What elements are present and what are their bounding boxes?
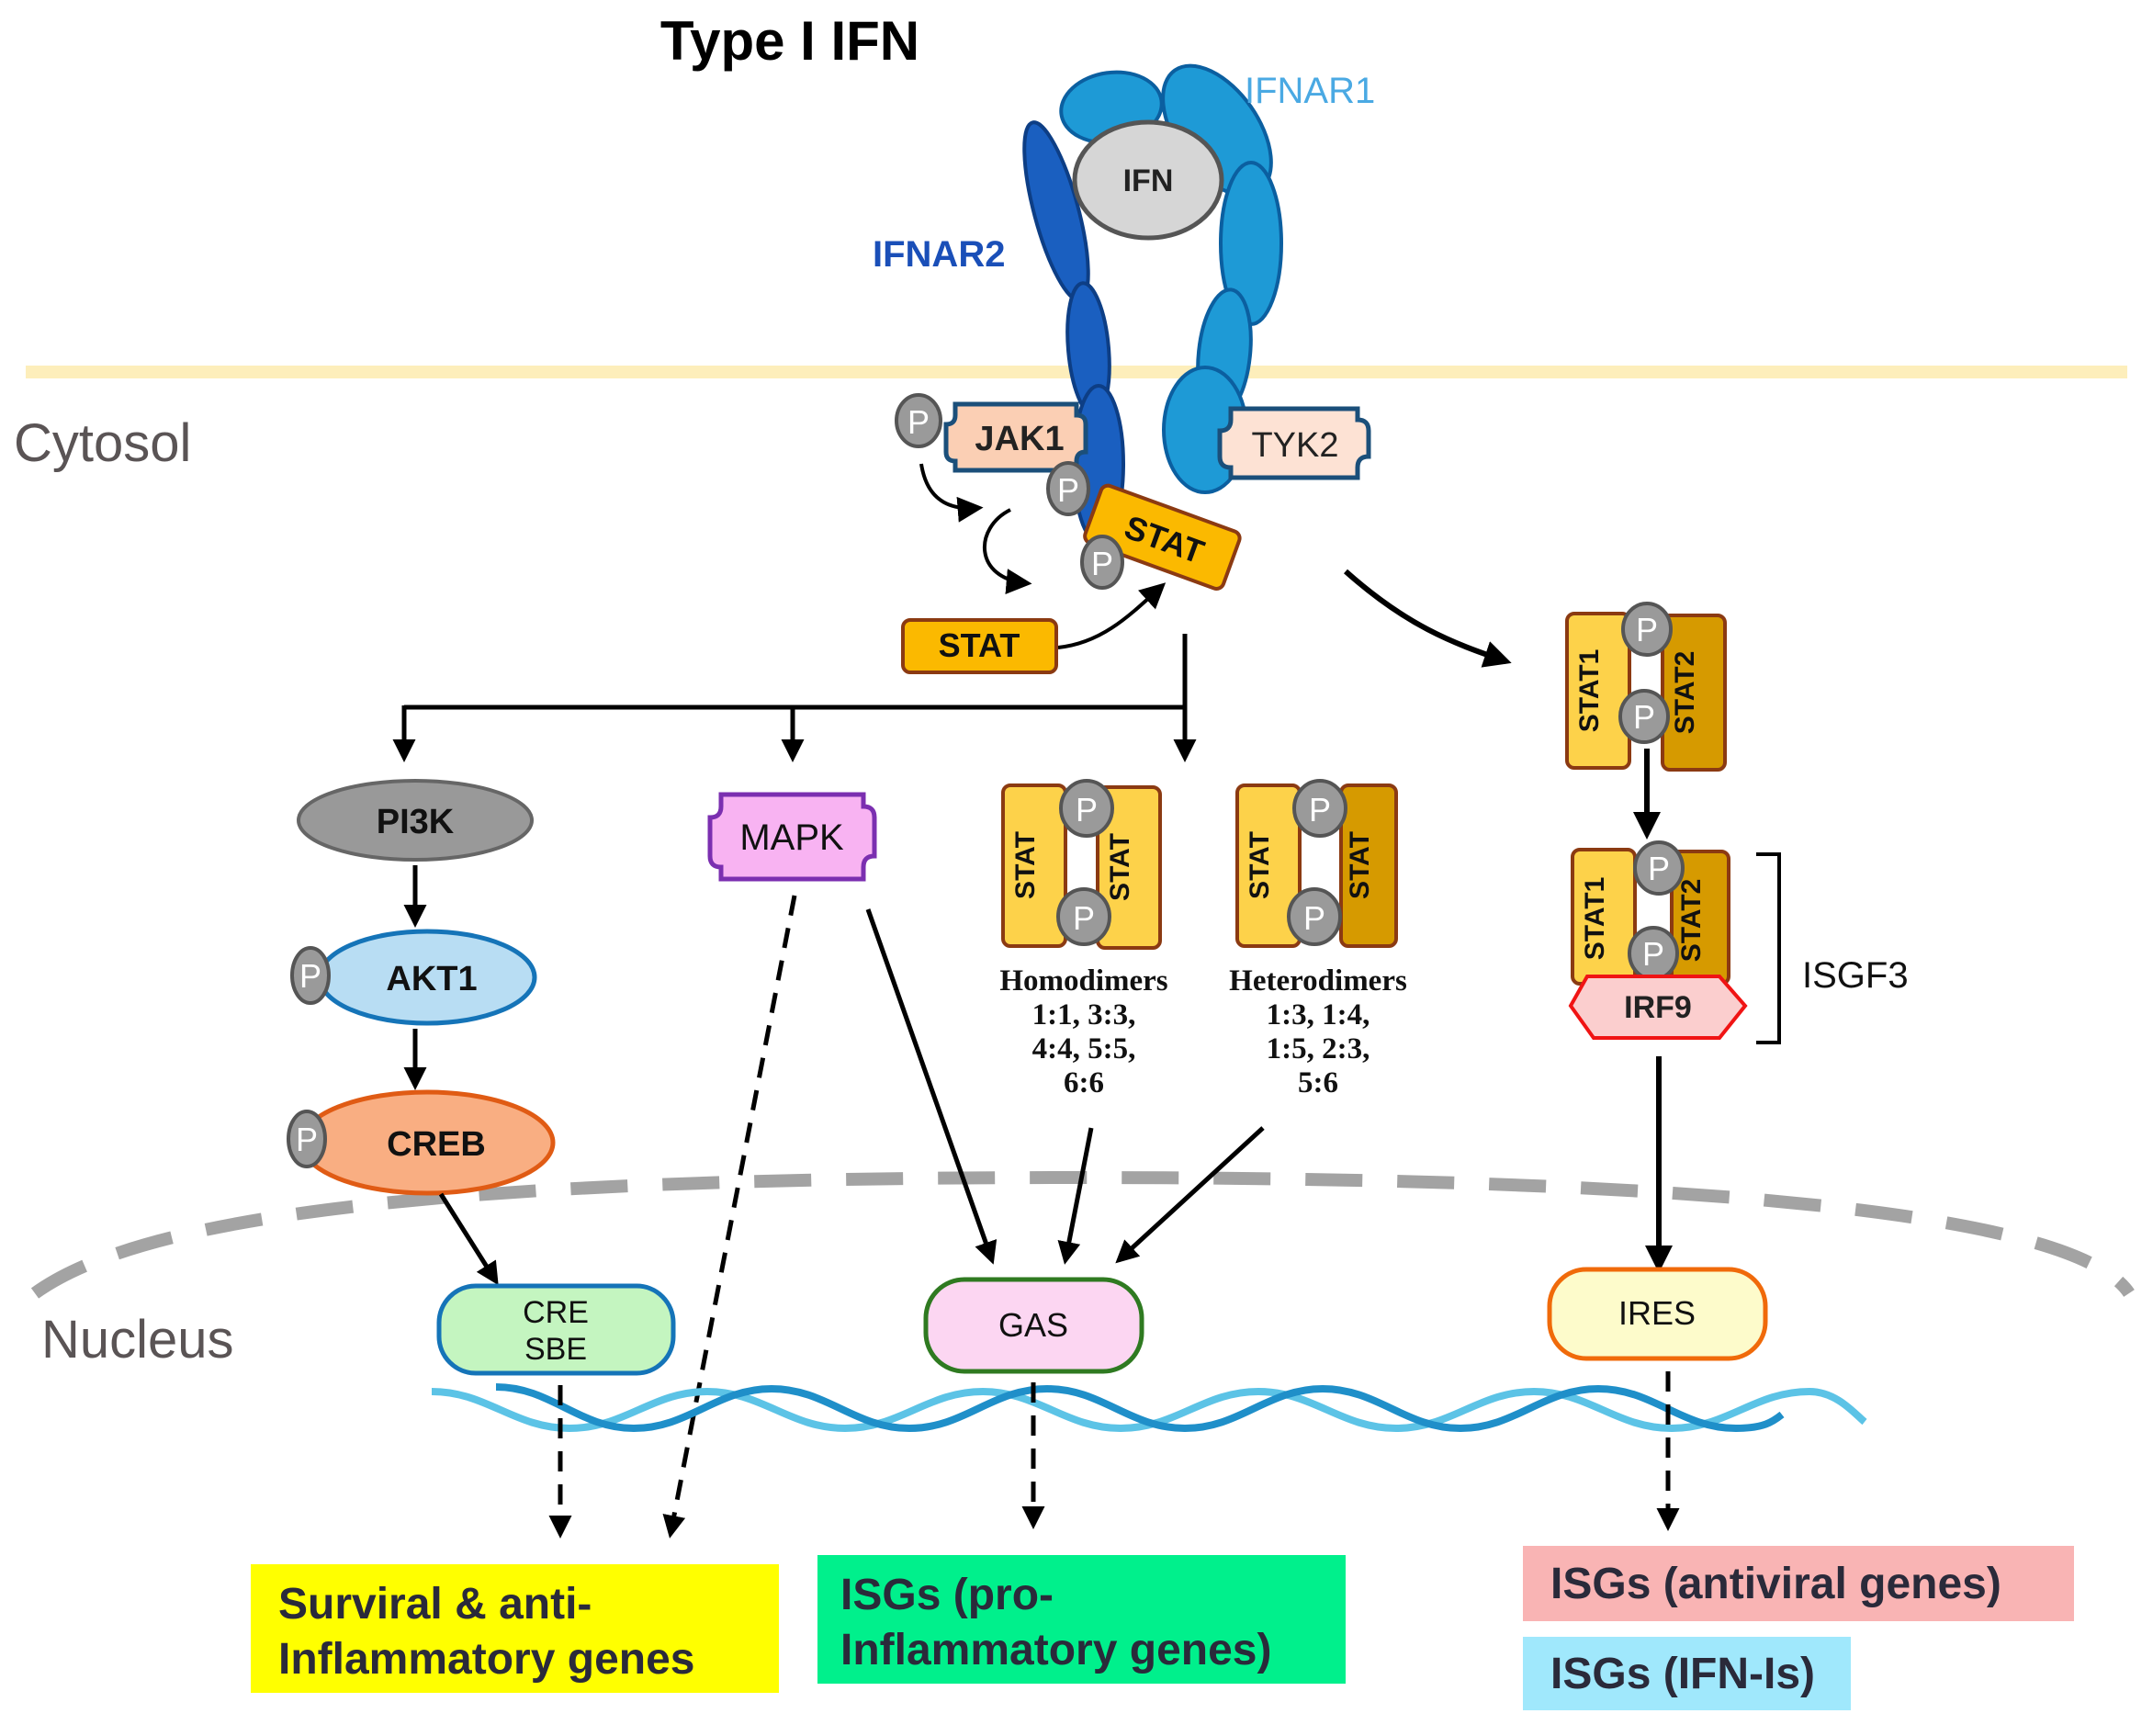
cre-sbe-element: CRE SBE <box>436 1283 676 1376</box>
heterodimer-title: Heterodimers <box>1229 964 1407 998</box>
mapk-to-gas-arrow <box>865 908 998 1265</box>
pi3k-label: PI3K <box>377 803 455 841</box>
free-stat-label: STAT <box>939 626 1020 664</box>
homodimer-caption: Homodimers 1:1, 3:3, 4:4, 5:5, 6:6 <box>999 964 1167 1099</box>
stat-phospho: P <box>1080 535 1124 590</box>
creb-to-cre-arrow <box>438 1192 499 1286</box>
nuclear-envelope <box>30 1170 2135 1299</box>
free-stat: STAT <box>901 618 1058 674</box>
akt1-node: AKT1 P <box>290 929 537 1026</box>
receptor-phospho: P <box>1046 461 1090 516</box>
phospho-label: P <box>1648 850 1670 887</box>
heterodimer-line: 1:5, 2:3, <box>1267 1032 1370 1065</box>
jak1-kinase: JAK1 <box>943 401 1088 473</box>
phospho-label: P <box>907 403 930 441</box>
ifnar2-label: IFNAR2 <box>873 234 1005 275</box>
phospho-label: P <box>1309 791 1331 829</box>
homodimer-line: 6:6 <box>1064 1066 1104 1099</box>
phospho-label: P <box>1076 791 1098 829</box>
stat-homodimer: STAT STAT P P <box>1001 779 1162 950</box>
ifn-label: IFN <box>1123 163 1174 198</box>
tyk2-kinase: TYK2 <box>1217 406 1371 480</box>
homodimer-title: Homodimers <box>999 964 1167 998</box>
survival-line1: Surviral & anti- <box>278 1580 592 1629</box>
ifn-ligand: IFN <box>1072 119 1224 241</box>
phospho-label: P <box>1633 698 1655 736</box>
tyk2-label: TYK2 <box>1251 426 1338 465</box>
creb-phospho <box>287 1110 327 1168</box>
isgf3-stat1-label: STAT1 <box>1580 877 1610 961</box>
akt1-label: AKT1 <box>386 960 477 998</box>
phospho-label: P <box>1636 611 1658 648</box>
homodimer-to-gas-arrow <box>1057 1127 1094 1265</box>
ifnar1-receptor <box>1059 63 1283 494</box>
isgf3-stat2-label: STAT2 <box>1676 879 1707 963</box>
irf9-node <box>1568 975 1748 1040</box>
gas-label: GAS <box>998 1306 1068 1344</box>
stat2-label: STAT2 <box>1670 651 1700 735</box>
ires-label: IRES <box>1618 1294 1696 1332</box>
survival-line2: Inflammatory genes <box>278 1635 694 1684</box>
proinflammatory-line2: Inflammatory genes) <box>840 1626 1271 1674</box>
sbe-label: SBE <box>524 1332 587 1367</box>
stat-recruitment-arrow <box>1057 582 1167 649</box>
jak1-activation-arrow <box>919 463 984 523</box>
cytosol-label: Cytosol <box>14 413 191 473</box>
phospho-label: P <box>1303 899 1325 937</box>
proinflammatory-genes-box: ISGs (pro- Inflammatory genes) <box>817 1555 1346 1684</box>
gas-element: GAS <box>923 1277 1144 1374</box>
survival-genes-box: Surviral & anti- Inflammatory genes <box>251 1564 779 1693</box>
irf9-label: IRF9 <box>1624 990 1692 1025</box>
phospho-label: P <box>299 957 321 995</box>
bound-stat: STAT <box>1083 483 1242 591</box>
phospho-label: P <box>1057 471 1079 509</box>
branch-arrows <box>392 634 1197 762</box>
homodimer-right-label: STAT <box>1105 833 1135 901</box>
jak1-label: JAK1 <box>975 420 1064 458</box>
phospho-label: P <box>1642 935 1664 973</box>
heterodimer-line: 1:3, 1:4, <box>1267 998 1370 1031</box>
pi3k-node: PI3K <box>297 779 534 862</box>
cre-label: CRE <box>523 1295 589 1330</box>
stat1-stat2-dimer: STAT1 STAT2 P P <box>1565 602 1727 772</box>
creb-node: CREB P <box>287 1089 556 1196</box>
stat-phosphorylation-arrow <box>982 508 1032 595</box>
isgf3-pathway-arrow <box>1344 569 1512 668</box>
isgf3-complex: STAT1 STAT2 P P IRF9 <box>1568 840 1748 1040</box>
phospho-label: P <box>1073 899 1095 937</box>
mapk-label: MAPK <box>739 817 844 858</box>
homodimer-line: 4:4, 5:5, <box>1032 1032 1136 1065</box>
heterodimer-caption: Heterodimers 1:3, 1:4, 1:5, 2:3, 5:6 <box>1229 964 1407 1099</box>
ifnar1-label: IFNAR1 <box>1245 71 1375 111</box>
ifn-ls-genes-box: ISGs (IFN-Is) <box>1523 1637 1851 1710</box>
homodimer-line: 1:1, 3:3, <box>1032 998 1136 1031</box>
stat1-label: STAT1 <box>1574 649 1605 733</box>
phospho-label: P <box>1091 545 1113 582</box>
creb-label: CREB <box>387 1125 486 1164</box>
mapk-node: MAPK <box>707 792 877 882</box>
heterodimer-to-gas-arrow <box>1115 1126 1265 1264</box>
heterodimer-right-label: STAT <box>1345 831 1375 899</box>
homodimer-left-label: STAT <box>1010 831 1041 899</box>
antiviral-genes-box: ISGs (antiviral genes) <box>1523 1546 2074 1621</box>
heterodimer-left-label: STAT <box>1245 831 1275 899</box>
nucleus-label: Nucleus <box>41 1310 234 1370</box>
jak1-phospho: P <box>895 393 942 448</box>
proinflammatory-line1: ISGs (pro- <box>840 1571 1054 1619</box>
mapk-to-survival-arrow <box>662 895 797 1539</box>
isgf3-label: ISGF3 <box>1802 955 1909 996</box>
antiviral-label: ISGs (antiviral genes) <box>1550 1560 2001 1608</box>
ifn-ls-label: ISGs (IFN-Is) <box>1550 1650 1815 1698</box>
dna-helix <box>431 1383 1867 1433</box>
isgf3-bracket <box>1756 852 1781 1044</box>
akt1-phospho <box>290 946 331 1005</box>
diagram-title: Type I IFN <box>660 10 919 72</box>
stat-heterodimer: STAT STAT P P <box>1235 779 1398 948</box>
ires-element: IRES <box>1547 1267 1768 1361</box>
heterodimer-line: 5:6 <box>1298 1066 1338 1099</box>
phospho-label: P <box>296 1121 318 1158</box>
